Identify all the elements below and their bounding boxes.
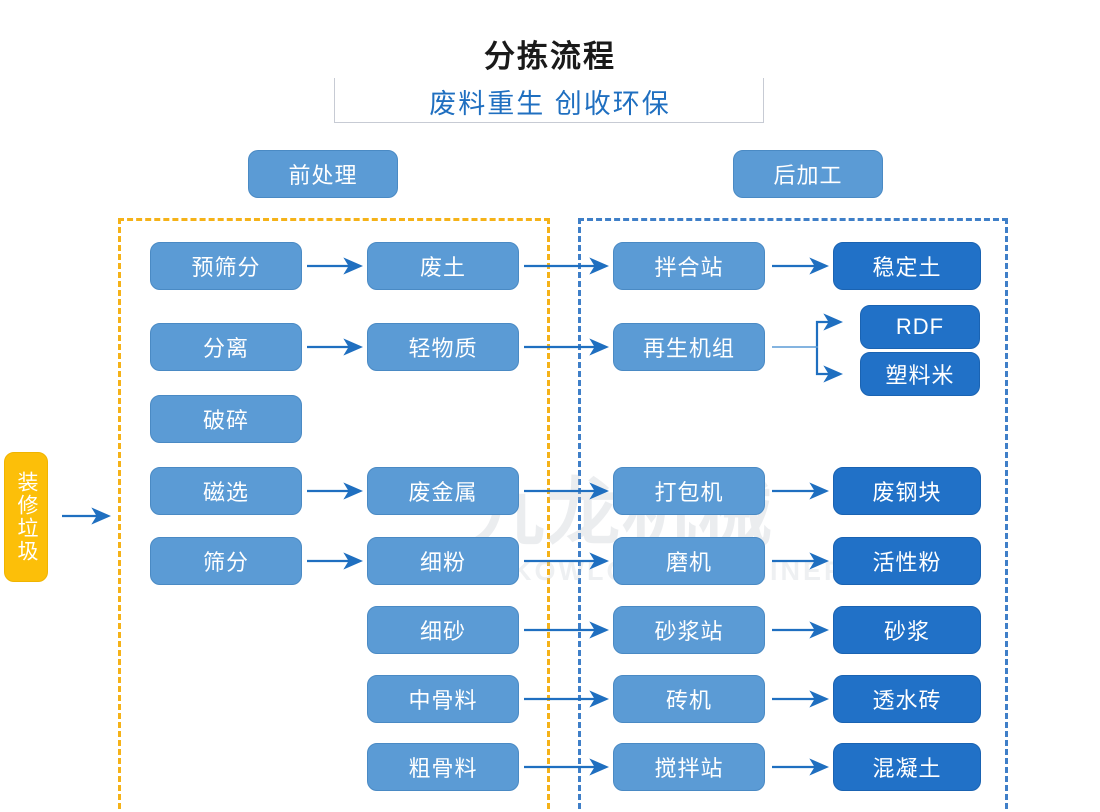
node-brick-machine[interactable]: 砖机 bbox=[613, 675, 765, 723]
section-pill-post-processing-label: 后加工 bbox=[773, 163, 843, 188]
node-mortar[interactable]: 砂浆 bbox=[833, 606, 981, 654]
node-permeable-brick[interactable]: 透水砖 bbox=[833, 675, 981, 723]
node-scrap-steel-block-label: 废钢块 bbox=[872, 480, 942, 505]
node-fine-powder-label: 细粉 bbox=[419, 550, 466, 575]
node-scrap-steel-block[interactable]: 废钢块 bbox=[833, 467, 981, 515]
page-subtitle: 废料重生 创收环保 bbox=[0, 86, 1100, 122]
node-mixing-station[interactable]: 拌合站 bbox=[613, 242, 765, 290]
node-plastic-pellets[interactable]: 塑料米 bbox=[860, 352, 980, 396]
zone-post-processing bbox=[578, 218, 1008, 812]
node-stabilized-soil-label: 稳定土 bbox=[872, 255, 942, 280]
node-active-powder[interactable]: 活性粉 bbox=[833, 537, 981, 585]
node-coarse-aggregate-label: 粗骨料 bbox=[408, 756, 478, 781]
node-concrete-batching-station-label: 搅拌站 bbox=[654, 756, 724, 781]
node-fine-powder[interactable]: 细粉 bbox=[367, 537, 519, 585]
node-mortar-station[interactable]: 砂浆站 bbox=[613, 606, 765, 654]
node-fine-sand[interactable]: 细砂 bbox=[367, 606, 519, 654]
node-active-powder-label: 活性粉 bbox=[872, 550, 942, 575]
node-grinder-label: 磨机 bbox=[665, 550, 712, 575]
node-magnetic-separation[interactable]: 磁选 bbox=[150, 467, 302, 515]
page-title-text: 分拣流程 bbox=[470, 39, 630, 74]
node-mortar-label: 砂浆 bbox=[883, 619, 930, 644]
node-concrete-batching-station[interactable]: 搅拌站 bbox=[613, 743, 765, 791]
node-concrete-label: 混凝土 bbox=[872, 756, 942, 781]
section-pill-pre-processing[interactable]: 前处理 bbox=[248, 150, 398, 198]
page-title: 分拣流程 bbox=[0, 36, 1100, 78]
page-subtitle-text: 废料重生 创收环保 bbox=[417, 89, 683, 119]
node-crushing[interactable]: 破碎 bbox=[150, 395, 302, 443]
node-stabilized-soil[interactable]: 稳定土 bbox=[833, 242, 981, 290]
node-concrete[interactable]: 混凝土 bbox=[833, 743, 981, 791]
node-scrap-metal[interactable]: 废金属 bbox=[367, 467, 519, 515]
node-light-material[interactable]: 轻物质 bbox=[367, 323, 519, 371]
node-baler[interactable]: 打包机 bbox=[613, 467, 765, 515]
node-baler-label: 打包机 bbox=[654, 480, 724, 505]
node-light-material-label: 轻物质 bbox=[408, 336, 478, 361]
node-separation-label: 分离 bbox=[202, 336, 249, 361]
node-coarse-aggregate[interactable]: 粗骨料 bbox=[367, 743, 519, 791]
node-input-renovation-waste[interactable]: 装修垃圾 bbox=[4, 452, 48, 582]
node-grinder[interactable]: 磨机 bbox=[613, 537, 765, 585]
node-medium-aggregate[interactable]: 中骨料 bbox=[367, 675, 519, 723]
node-rdf-label: RDF bbox=[895, 314, 945, 339]
node-medium-aggregate-label: 中骨料 bbox=[408, 688, 478, 713]
node-crushing-label: 破碎 bbox=[202, 408, 249, 433]
node-magnetic-separation-label: 磁选 bbox=[202, 480, 249, 505]
node-separation[interactable]: 分离 bbox=[150, 323, 302, 371]
node-brick-machine-label: 砖机 bbox=[665, 688, 712, 713]
zone-pre-processing bbox=[118, 218, 550, 812]
node-mixing-station-label: 拌合站 bbox=[654, 255, 724, 280]
node-permeable-brick-label: 透水砖 bbox=[872, 688, 942, 713]
node-waste-soil[interactable]: 废土 bbox=[367, 242, 519, 290]
node-plastic-pellets-label: 塑料米 bbox=[885, 363, 955, 388]
node-scrap-metal-label: 废金属 bbox=[408, 480, 478, 505]
section-pill-pre-processing-label: 前处理 bbox=[288, 163, 358, 188]
node-pre-screening-label: 预筛分 bbox=[191, 255, 261, 280]
node-rdf[interactable]: RDF bbox=[860, 305, 980, 349]
node-mortar-station-label: 砂浆站 bbox=[654, 619, 724, 644]
section-pill-post-processing[interactable]: 后加工 bbox=[733, 150, 883, 198]
node-recycling-unit-label: 再生机组 bbox=[642, 336, 735, 361]
node-fine-sand-label: 细砂 bbox=[419, 619, 466, 644]
node-recycling-unit[interactable]: 再生机组 bbox=[613, 323, 765, 371]
node-sieving-label: 筛分 bbox=[202, 550, 249, 575]
node-sieving[interactable]: 筛分 bbox=[150, 537, 302, 585]
node-pre-screening[interactable]: 预筛分 bbox=[150, 242, 302, 290]
node-waste-soil-label: 废土 bbox=[419, 255, 466, 280]
node-input-renovation-waste-label: 装修垃圾 bbox=[15, 471, 39, 563]
